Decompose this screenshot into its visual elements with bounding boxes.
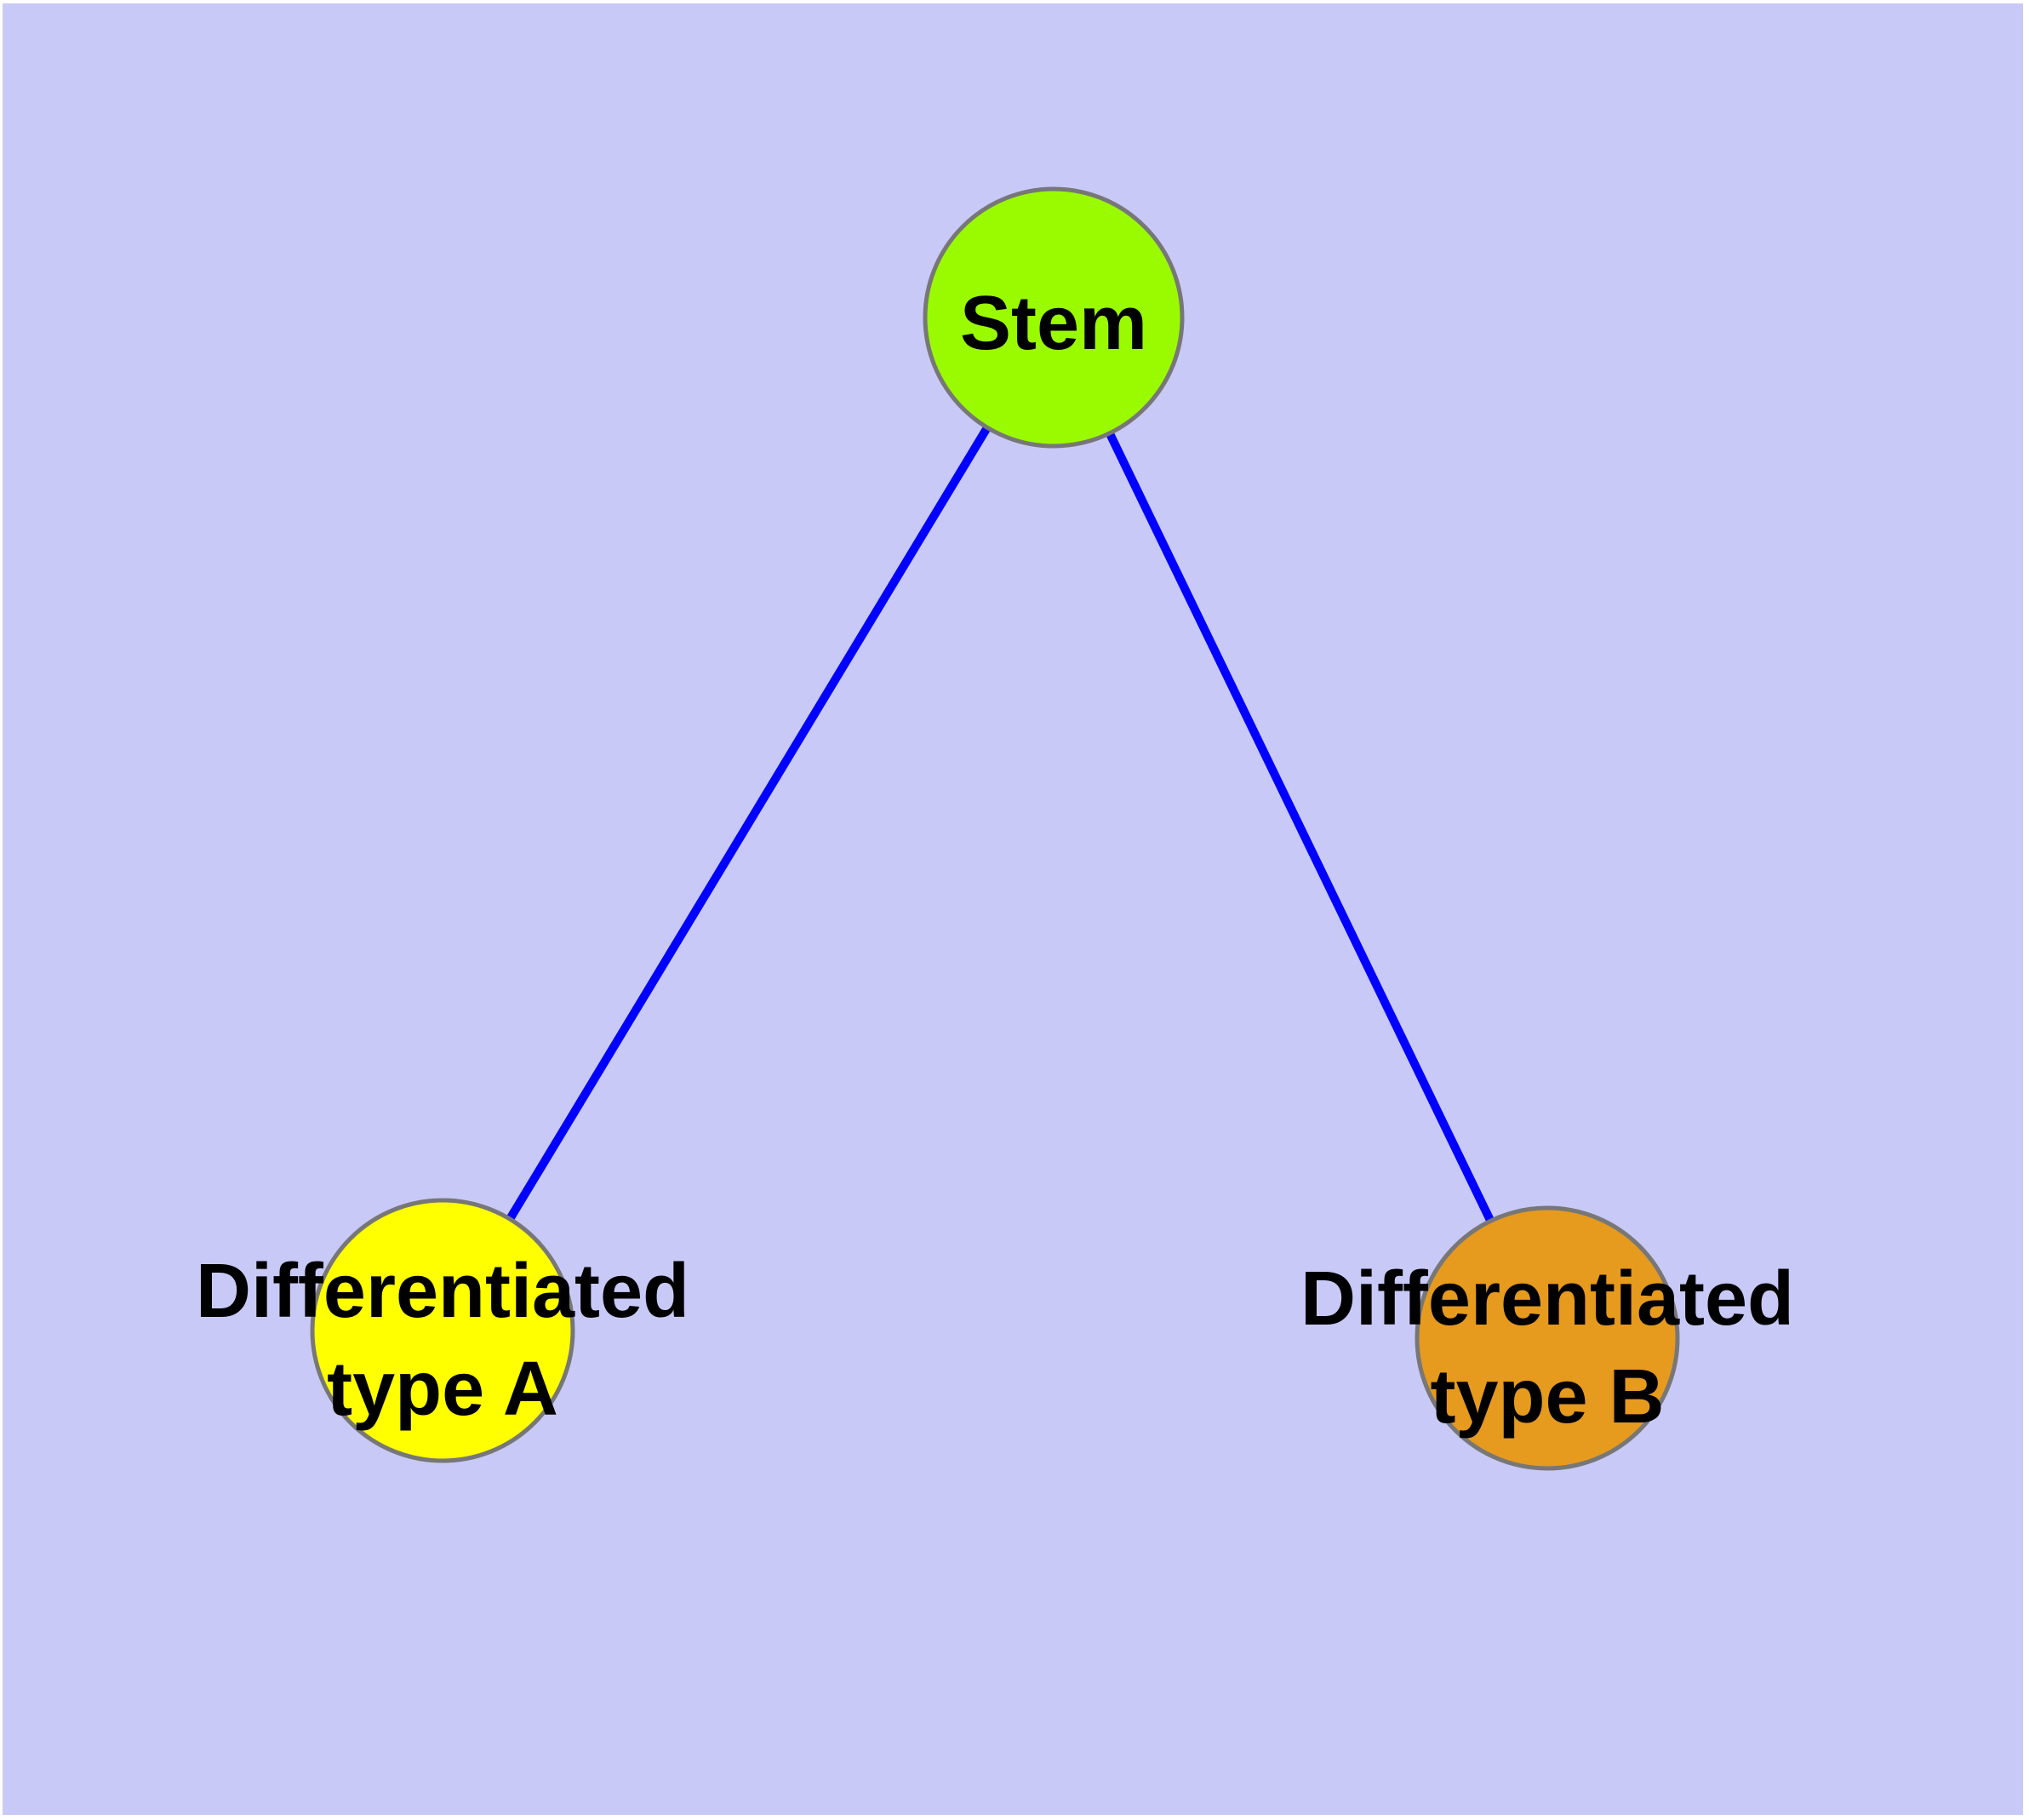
node-stem-circle[interactable]: [923, 186, 1185, 449]
node-type-a-circle[interactable]: [310, 1198, 575, 1463]
edge-stem-to-type-a: [438, 315, 1058, 1333]
node-type-b-label-line1: Differentiated: [1300, 1256, 1794, 1342]
node-type-b-circle[interactable]: [1415, 1205, 1680, 1471]
node-differentiated-type-a[interactable]: Differentiated type A: [196, 1198, 689, 1463]
node-stem-label: Stem: [960, 281, 1147, 366]
node-differentiated-type-b[interactable]: Differentiated type B: [1300, 1205, 1794, 1471]
node-stem[interactable]: Stem: [923, 186, 1185, 449]
edge-stem-to-type-b: [1049, 315, 1552, 1341]
node-type-a-label-line1: Differentiated: [196, 1249, 689, 1334]
node-type-a-label-line2: type A: [327, 1347, 558, 1432]
node-type-b-label-line2: type B: [1430, 1354, 1664, 1439]
